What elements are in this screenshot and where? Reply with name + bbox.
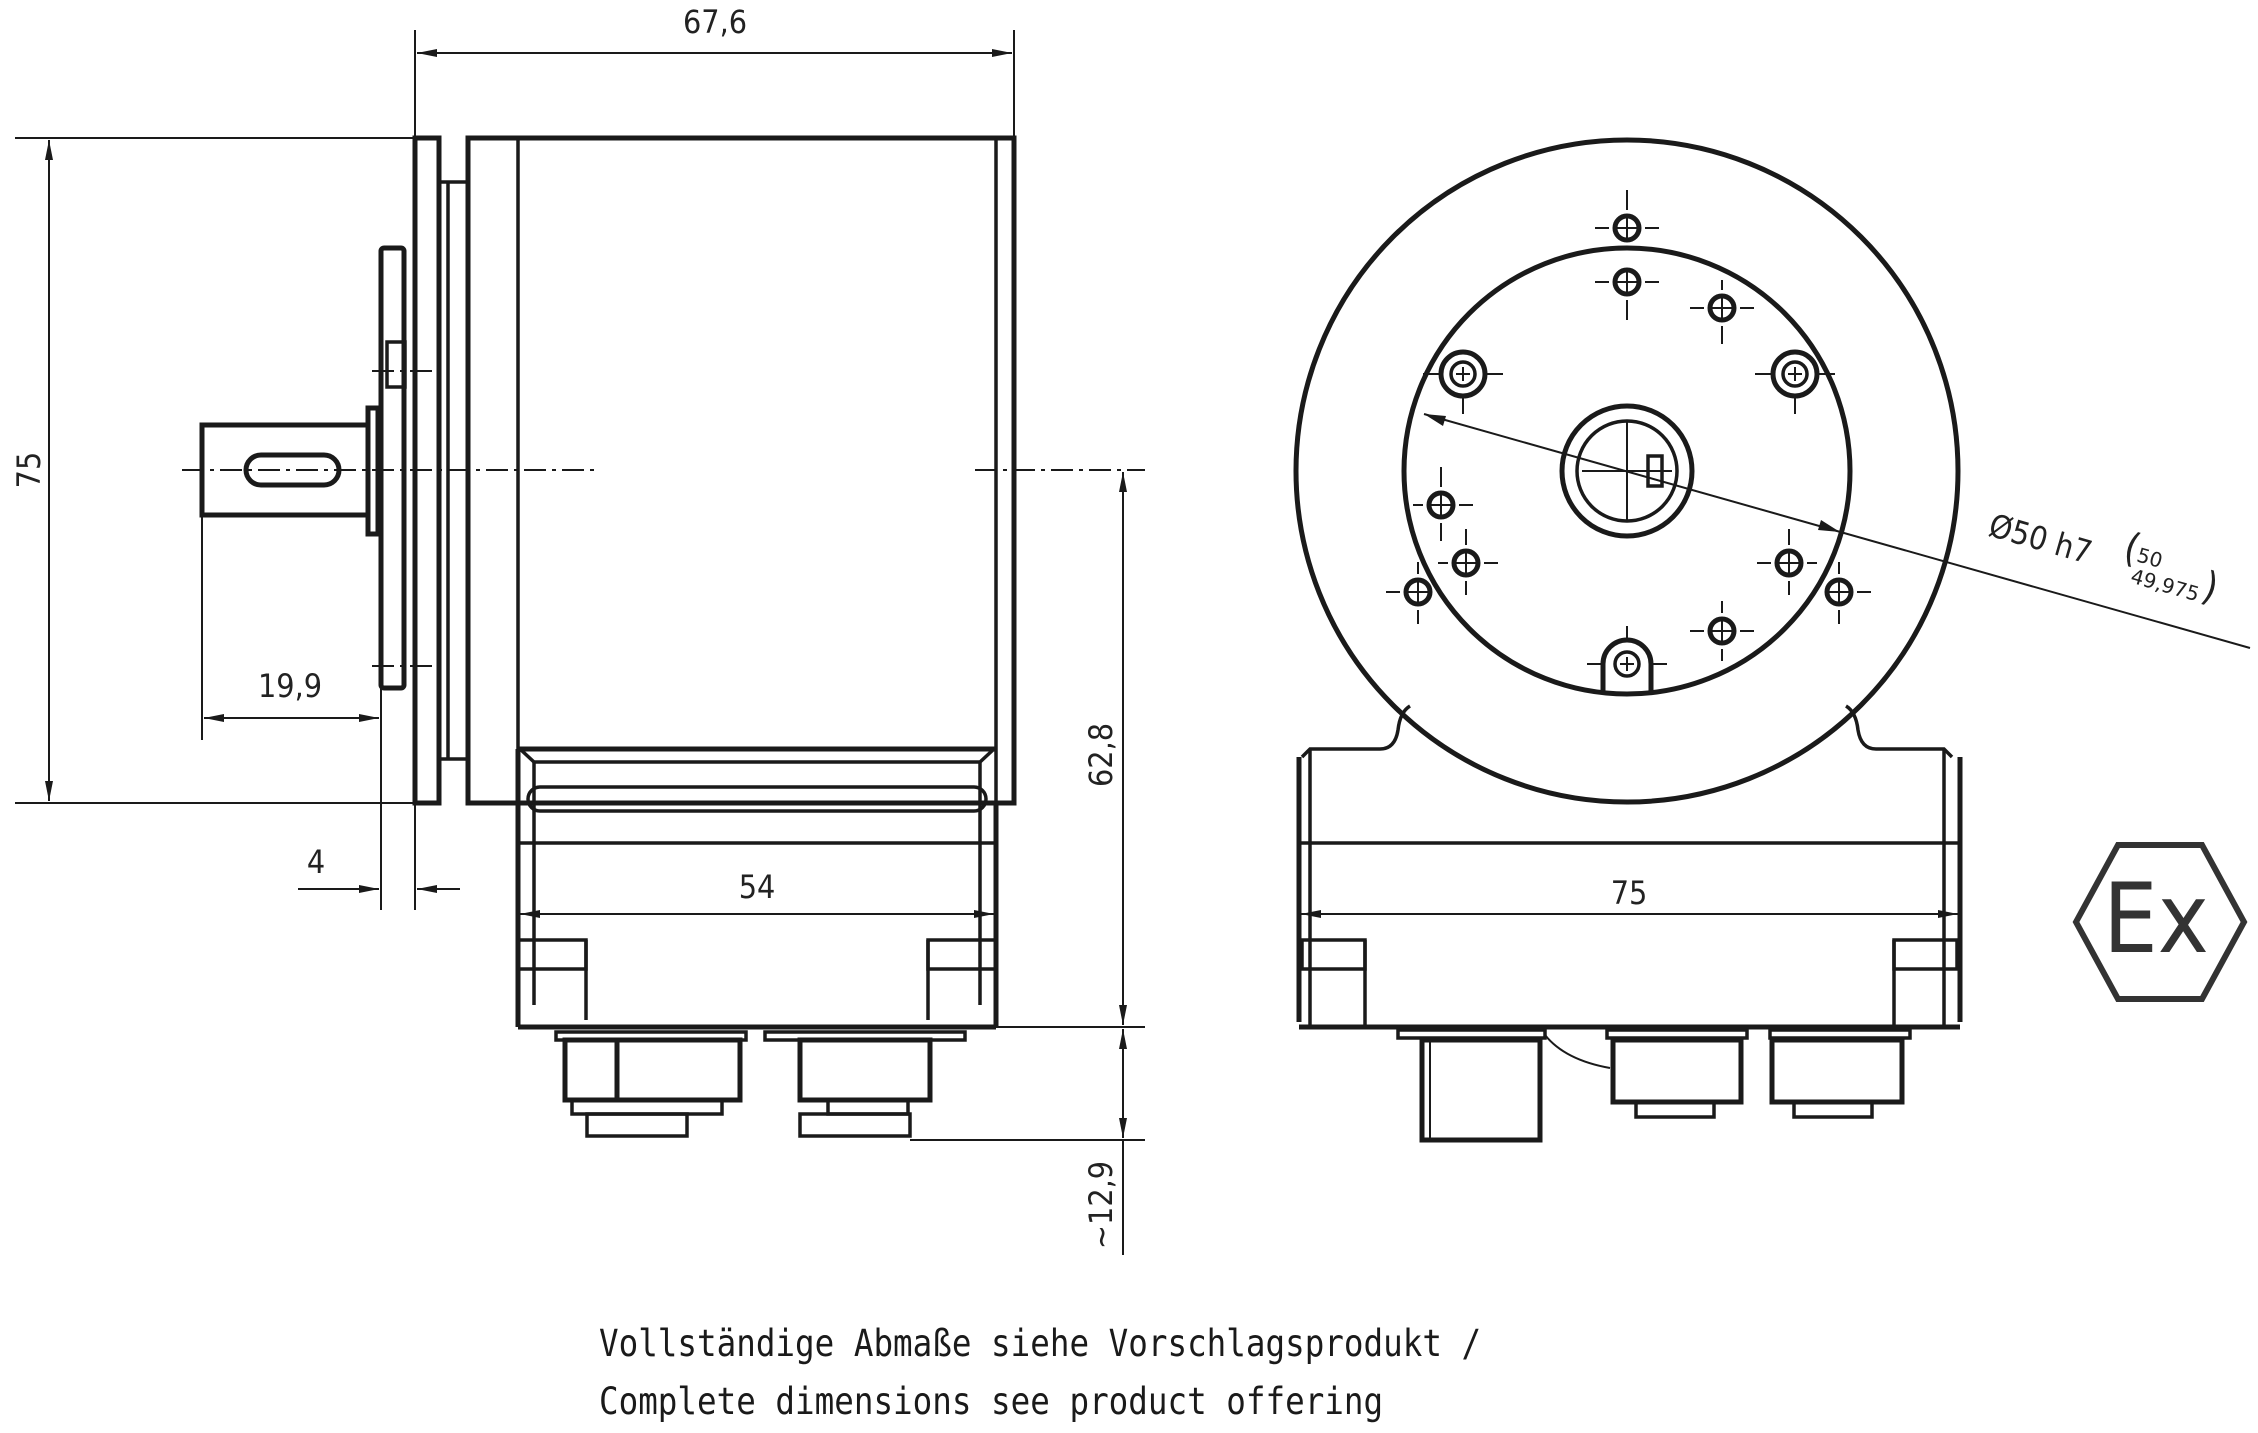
note-english: Complete dimensions see product offering xyxy=(599,1380,1384,1423)
dim-connector-block-width: 54 xyxy=(520,868,994,918)
dim-shaft-length: 19,9 xyxy=(201,515,382,910)
dim-label-tolerance-lower: 49,975 xyxy=(2128,564,2202,606)
dim-label-flange-thickness: 4 xyxy=(307,843,325,881)
dim-flange-thickness: 4 xyxy=(298,803,460,910)
dim-label-shaft-length: 19,9 xyxy=(258,667,322,705)
ex-symbol-text: Ex xyxy=(2103,863,2209,975)
dim-label-overall-length: 67,6 xyxy=(683,3,747,41)
dim-label-base-width: 75 xyxy=(1611,874,1648,912)
svg-text:): ) xyxy=(2197,564,2223,612)
spigot-circle xyxy=(1401,245,1853,697)
atex-ex-hexagon-icon: Ex xyxy=(2072,842,2248,1002)
dim-base-width: 75 xyxy=(1301,874,1958,918)
dim-overall-length: 67,6 xyxy=(414,3,1015,138)
dim-center-to-bottom: 62,8 ~12,9 xyxy=(910,472,1145,1255)
dim-flange-height: 75 xyxy=(10,137,415,804)
side-view xyxy=(182,135,1145,1138)
front-view xyxy=(1293,137,1963,1143)
connector-right xyxy=(763,1030,967,1138)
housing-outline xyxy=(1293,137,1961,805)
shaft-hub xyxy=(1559,403,1695,539)
dim-label-center-to-bottom: 62,8 xyxy=(1082,723,1120,787)
housing-body xyxy=(465,135,1017,806)
dim-label-connector-block-width: 54 xyxy=(739,868,776,906)
connector-left xyxy=(554,1030,748,1138)
dim-label-connector-protrusion: ~12,9 xyxy=(1082,1161,1120,1249)
dim-label-spigot-diameter: Ø50 h7 xyxy=(1985,506,2096,571)
note-german: Vollständige Abmaße siehe Vorschlagsprod… xyxy=(599,1322,1482,1365)
dim-spigot-diameter: Ø50 h7 ( 50 49,975 ) xyxy=(1423,413,2251,649)
mounting-holes xyxy=(1386,190,1871,692)
front-connectors xyxy=(1396,1028,1912,1143)
dim-label-flange-height: 75 xyxy=(10,452,48,489)
